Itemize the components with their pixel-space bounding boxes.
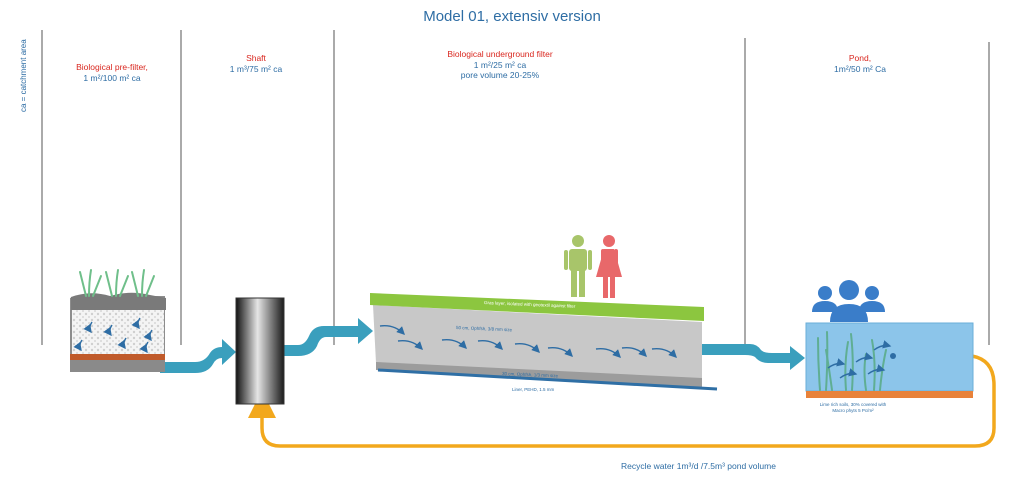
section-prefilter: Biological pre-filter, 1 m²/100 m² ca bbox=[52, 62, 172, 83]
catchment-area-legend: ca = catchment area bbox=[19, 39, 28, 112]
section-filter-ratio: 1 m²/25 m² ca bbox=[473, 59, 527, 70]
filter-flow-arrows bbox=[379, 324, 677, 358]
section-filter-heading: Biological underground filter bbox=[447, 49, 553, 59]
bottom-layer-label: 30 cm, Ophfsh, 1/3 mm size bbox=[502, 371, 559, 378]
section-filter-pore-volume: pore volume 20-25% bbox=[460, 70, 540, 80]
filter-bottom-layer bbox=[376, 362, 702, 387]
prefilter-plants bbox=[79, 269, 155, 297]
section-pond-heading: Pond, bbox=[848, 53, 872, 63]
pipes bbox=[160, 318, 805, 373]
section-shaft-heading: Shaft bbox=[246, 53, 266, 63]
prefilter-illustration bbox=[70, 269, 166, 372]
pond-note-line2: Macro phyts 5 Pc/m² bbox=[832, 408, 874, 413]
shaft-cylinder bbox=[235, 297, 285, 405]
gravel-layer-label: 50 cm, Ophfsh, 3/8 mm size bbox=[456, 325, 513, 332]
pipe-shaft-to-filter bbox=[284, 318, 373, 356]
person-male-icon bbox=[564, 235, 592, 297]
underground-filter: Gras layer, isolated with geotextil agai… bbox=[370, 293, 718, 392]
filter-body bbox=[373, 305, 702, 382]
section-shaft-ratio: 1 m³/75 m² ca bbox=[229, 63, 283, 74]
pond bbox=[805, 322, 974, 398]
prefilter-flow-arrows bbox=[73, 317, 153, 354]
grass-layer bbox=[370, 293, 704, 321]
recycle-label: Recycle water 1m³/d /7.5m³ pond volume bbox=[621, 461, 776, 471]
pond-flow-arrows bbox=[827, 340, 892, 379]
page-title: Model 01, extensiv version bbox=[423, 8, 601, 25]
pond-soil bbox=[806, 391, 973, 398]
pipe-filter-to-pond bbox=[702, 344, 805, 370]
section-underground-filter: Biological underground filter 1 m²/25 m²… bbox=[420, 49, 580, 81]
pond-note-line1: Lime rich soils, 30% covered with bbox=[820, 402, 887, 407]
pipe-prefilter-to-shaft bbox=[160, 339, 236, 373]
person-female-icon bbox=[596, 235, 622, 298]
section-shaft: Shaft 1 m³/75 m² ca bbox=[196, 53, 316, 74]
liner-label: Liner, PEHD, 1.5 mm bbox=[512, 387, 555, 392]
section-prefilter-ratio: 1 m²/100 m² ca bbox=[83, 72, 141, 83]
section-dividers bbox=[41, 30, 990, 345]
liner bbox=[377, 368, 718, 391]
section-pond-ratio: 1m²/50 m² Ca bbox=[834, 63, 886, 74]
recycle-return-line bbox=[248, 354, 996, 448]
group-people-icon bbox=[812, 280, 885, 322]
section-prefilter-heading: Biological pre-filter, bbox=[76, 62, 148, 72]
grass-layer-label: Gras layer, isolated with geotextil agai… bbox=[484, 300, 576, 309]
section-pond: Pond, 1m²/50 m² Ca bbox=[800, 53, 920, 74]
